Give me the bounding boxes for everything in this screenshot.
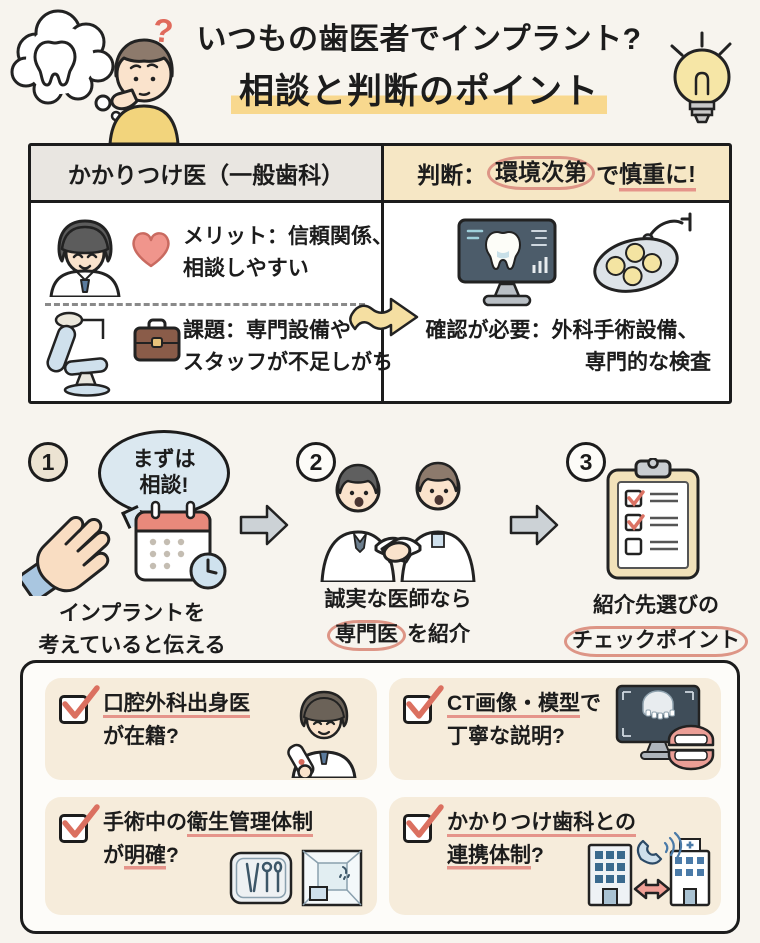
checklist-item-coordination: かかりつけ歯科との 連携体制? [389, 797, 721, 915]
step-arrow-icon [509, 504, 559, 546]
step-arrow-icon [239, 504, 289, 546]
checkbox-check-icon [406, 804, 444, 838]
doctor-certificate-icon [287, 690, 357, 778]
calendar-clock-icon [134, 500, 227, 590]
clipboard-checklist-icon [606, 458, 700, 580]
title-line2: 相談と判断のポイント [178, 63, 660, 114]
step-3: 3 紹介先選びの チェックポイント [556, 428, 756, 658]
circled-text: 環境次第 [487, 156, 596, 190]
circled-text: チェックポイント [564, 625, 748, 657]
monitor-jaw-denture-icon [615, 684, 715, 771]
step-1-number: 1 [28, 442, 68, 482]
judgement-header: 判断：環境次第で慎重に! [384, 146, 729, 200]
worried-man-icon [108, 38, 180, 144]
checklist-text: かかりつけ歯科との 連携体制? [447, 807, 636, 872]
comparison-body: メリット：信頼関係、 相談しやすい 課題：専門設備や スタッフが不足し [31, 203, 729, 401]
briefcase-icon [133, 318, 181, 362]
lightbulb-icon [670, 31, 732, 124]
family-dentist-header: かかりつけ医（一般歯科） [31, 146, 384, 200]
title-line1: いつもの歯医者でインプラント? [196, 23, 642, 56]
page-title: いつもの歯医者でインプラント? 相談と判断のポイント [178, 22, 660, 114]
step-2: 2 誠実な医師なら 専門医を紹介 [294, 428, 502, 658]
surgical-light-icon [593, 212, 692, 293]
speech-bubble: まずは 相談! [98, 430, 230, 516]
step-3-caption: 紹介先選びの チェックポイント [556, 590, 756, 657]
clinic-link-phone-icon [587, 831, 711, 907]
circled-text: 専門医 [327, 619, 406, 651]
checklist-item-ct-model: CT画像・模型で 丁寧な説明? [389, 678, 721, 780]
step-2-caption: 誠実な医師なら 専門医を紹介 [294, 584, 502, 651]
comparison-table: かかりつけ医（一般歯科） 判断：環境次第で慎重に! メリッ [28, 143, 732, 404]
clean-room-icon [301, 849, 363, 907]
checklist-text: 手術中の衛生管理体制 が明確? [103, 807, 313, 872]
instrument-tray-icon [229, 851, 293, 905]
wavy-arrow-icon [349, 297, 419, 337]
issue-text: 課題：専門設備や スタッフが不足しがち [183, 319, 393, 374]
step-1: 1 まずは 相談! [18, 428, 246, 658]
checklist-text: CT画像・模型で 丁寧な説明? [447, 692, 601, 748]
doctor-icon [49, 219, 121, 297]
column-divider [381, 203, 384, 401]
step-1-caption: インプラントを 考えていると伝える [38, 602, 226, 657]
merit-text: メリット：信頼関係、 相談しやすい [183, 225, 393, 280]
steps-section: 1 まずは 相談! [0, 428, 760, 658]
checklist-item-hygiene: 手術中の衛生管理体制 が明確? [45, 797, 377, 915]
checkbox-check-icon [62, 685, 100, 719]
thought-bubble-tooth-icon [10, 9, 180, 144]
dashed-divider [45, 303, 365, 306]
checklist-section: 口腔外科出身医 が在籍? [20, 660, 740, 934]
heart-icon [132, 232, 170, 268]
handshake-doctors-icon [320, 461, 476, 582]
step-3-number: 3 [566, 442, 606, 482]
confirm-text: 確認が必要：外科手術設備、 専門的な検査 [425, 319, 712, 374]
question-mark: ? [151, 11, 176, 50]
step-2-number: 2 [296, 442, 336, 482]
checkbox-check-icon [62, 804, 100, 838]
dental-chair-icon [46, 311, 111, 397]
monitor-tooth-icon [457, 218, 557, 307]
checklist-text: 口腔外科出身医 が在籍? [103, 692, 250, 748]
raised-hand-icon [22, 516, 111, 596]
comparison-header-row: かかりつけ医（一般歯科） 判断：環境次第で慎重に! [31, 146, 729, 203]
checklist-item-oral-surgeon: 口腔外科出身医 が在籍? [45, 678, 377, 780]
checkbox-check-icon [406, 685, 444, 719]
